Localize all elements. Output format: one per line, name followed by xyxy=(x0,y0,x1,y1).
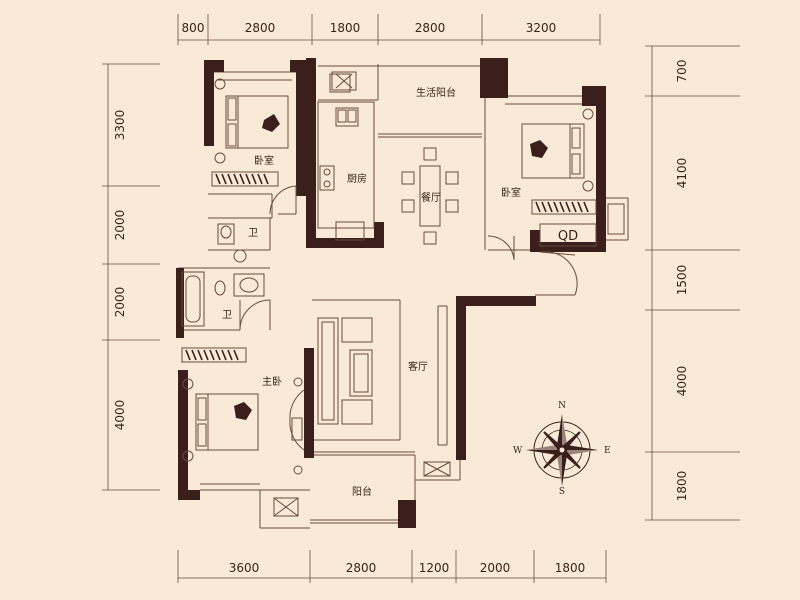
dim-right-1: 700 xyxy=(675,60,689,83)
dim-top-4: 2800 xyxy=(415,21,446,35)
room-label-dining: 餐厅 xyxy=(421,191,441,204)
hob xyxy=(331,71,357,91)
dim-right-4: 4000 xyxy=(675,366,689,397)
dim-top-2: 2800 xyxy=(245,21,276,35)
dimension-lines xyxy=(102,14,740,583)
dim-bottom-5: 1800 xyxy=(555,561,586,575)
bathtub xyxy=(181,271,205,327)
compass-n: N xyxy=(558,401,566,411)
wardrobe-ne xyxy=(531,199,597,215)
dim-left-3: 2000 xyxy=(113,287,127,318)
room-label-bedroom-nw: 卧室 xyxy=(254,154,274,167)
dim-right-3: 1500 xyxy=(675,265,689,296)
walls xyxy=(176,58,606,528)
dimension-labels: 800 2800 1800 2800 3200 3600 2800 1200 2… xyxy=(113,21,689,575)
dim-top-1: 800 xyxy=(182,21,205,35)
door-swings xyxy=(239,185,578,451)
dim-left-2: 2000 xyxy=(113,210,127,241)
dim-left-4: 4000 xyxy=(113,400,127,431)
room-label-master-bedroom: 主卧 xyxy=(262,375,282,388)
bed-nw xyxy=(225,95,289,149)
wardrobe-master xyxy=(181,347,247,363)
dim-left-1: 3300 xyxy=(113,110,127,141)
compass-star-icon xyxy=(526,414,598,486)
dim-bottom-4: 2000 xyxy=(480,561,511,575)
compass-rose: N S E W xyxy=(513,401,611,497)
bed-ne xyxy=(521,123,585,179)
dim-top-3: 1800 xyxy=(330,21,361,35)
fixtures xyxy=(181,71,625,517)
dim-right-2: 4100 xyxy=(675,158,689,189)
sofa-set xyxy=(317,317,373,425)
room-label-bedroom-ne: 卧室 xyxy=(501,186,521,199)
dim-right-5: 1800 xyxy=(675,471,689,502)
compass-s: S xyxy=(559,487,565,497)
room-label-bathroom-upper: 卫 xyxy=(248,228,258,239)
room-label-balcony: 阳台 xyxy=(352,485,372,498)
dim-bottom-1: 3600 xyxy=(229,561,260,575)
room-label-living-room: 客厅 xyxy=(408,360,428,373)
room-labels: 卧室 厨房 生活阳台 餐厅 卧室 卫 卫 主卧 客厅 阳台 QD xyxy=(222,86,578,498)
room-label-service-balcony: 生活阳台 xyxy=(416,86,456,99)
dim-bottom-3: 1200 xyxy=(419,561,450,575)
qd-box xyxy=(539,223,597,247)
room-label-kitchen: 厨房 xyxy=(347,172,367,185)
bed-master xyxy=(195,393,259,451)
wardrobe-nw xyxy=(211,171,279,187)
dim-bottom-2: 2800 xyxy=(346,561,377,575)
dining-table xyxy=(401,147,459,245)
room-label-bathroom-lower: 卫 xyxy=(222,310,232,321)
dim-top-5: 3200 xyxy=(526,21,557,35)
qd-label: QD xyxy=(558,229,578,244)
compass-w: W xyxy=(513,446,523,456)
compass-e: E xyxy=(604,446,611,456)
